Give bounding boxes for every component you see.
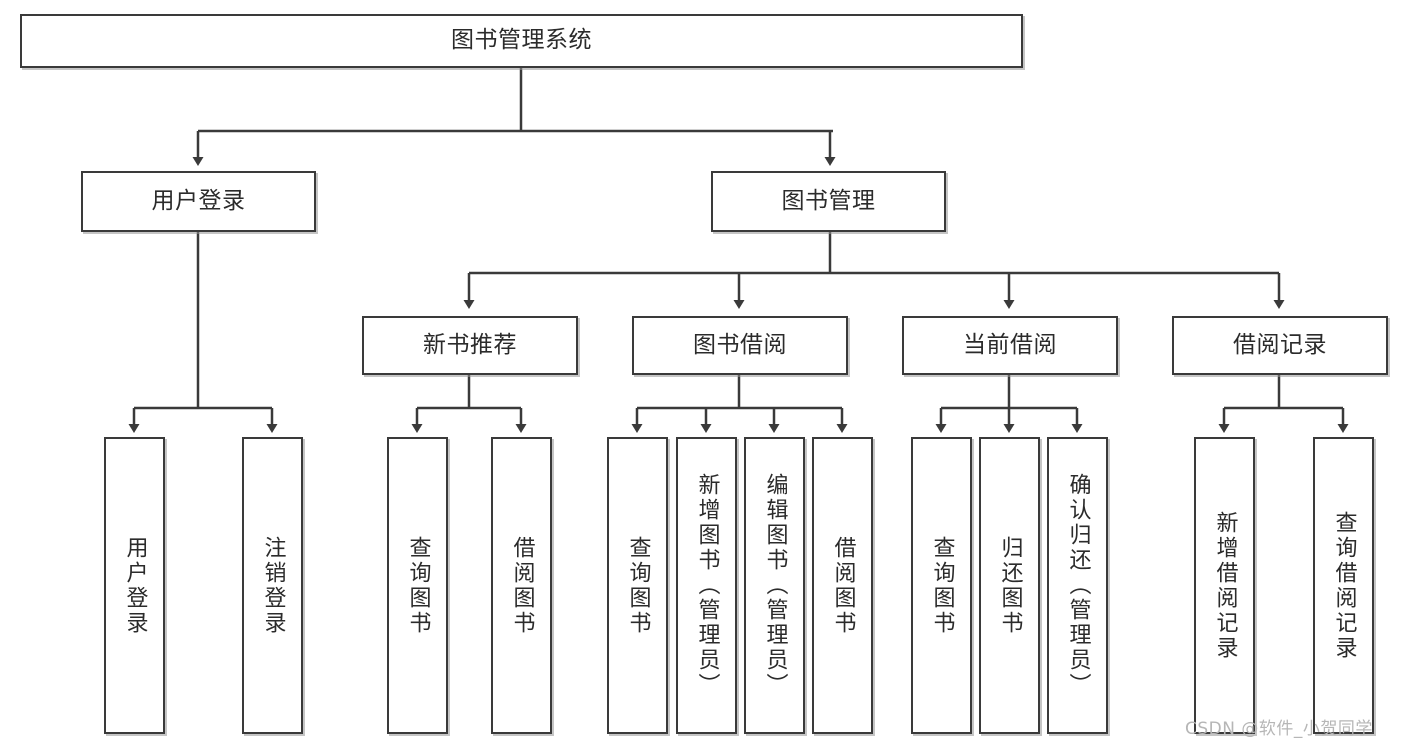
node-leaf-confirm-return-label: 确认归还（管理员） [1065,473,1091,698]
node-leaf-query-record[interactable]: 查询借阅记录 [1313,437,1374,734]
node-borrow-record[interactable]: 借阅记录 [1172,316,1388,375]
node-leaf-logout-login-label: 注销登录 [260,535,286,636]
csdn-watermark: CSDN @软件_小贺同学 [1185,719,1373,739]
node-leaf-return-book[interactable]: 归还图书 [979,437,1040,734]
node-new-book-recommend[interactable]: 新书推荐 [362,316,578,375]
node-leaf-query-book-2-label: 查询图书 [625,535,651,636]
node-book-management[interactable]: 图书管理 [711,171,946,232]
node-leaf-add-record-label: 新增借阅记录 [1212,510,1238,661]
node-leaf-borrow-book-2[interactable]: 借阅图书 [812,437,873,734]
node-user-login[interactable]: 用户登录 [81,171,316,232]
node-leaf-query-book-1-label: 查询图书 [405,535,431,636]
node-leaf-query-book-2[interactable]: 查询图书 [607,437,668,734]
node-borrow-record-label: 借阅记录 [1233,331,1327,358]
node-leaf-query-book-3[interactable]: 查询图书 [911,437,972,734]
node-leaf-query-record-label: 查询借阅记录 [1331,510,1357,661]
node-user-login-label: 用户登录 [151,187,246,214]
node-leaf-user-login-label: 用户登录 [122,535,148,636]
node-root-label: 图书管理系统 [451,27,592,54]
node-book-borrow-label: 图书借阅 [693,331,787,358]
node-leaf-borrow-book-2-label: 借阅图书 [830,535,856,636]
node-leaf-add-record[interactable]: 新增借阅记录 [1194,437,1255,734]
node-leaf-edit-book-label: 编辑图书（管理员） [762,473,788,698]
node-leaf-borrow-book-1[interactable]: 借阅图书 [491,437,552,734]
node-leaf-query-book-1[interactable]: 查询图书 [387,437,448,734]
node-leaf-edit-book[interactable]: 编辑图书（管理员） [744,437,805,734]
node-book-borrow[interactable]: 图书借阅 [632,316,848,375]
node-current-borrow[interactable]: 当前借阅 [902,316,1118,375]
node-leaf-logout-login[interactable]: 注销登录 [242,437,303,734]
node-leaf-confirm-return[interactable]: 确认归还（管理员） [1047,437,1108,734]
node-leaf-query-book-3-label: 查询图书 [929,535,955,636]
node-book-management-label: 图书管理 [781,187,876,214]
node-root[interactable]: 图书管理系统 [20,14,1023,68]
node-leaf-add-book-label: 新增图书（管理员） [694,473,720,698]
node-leaf-user-login[interactable]: 用户登录 [104,437,165,734]
node-leaf-return-book-label: 归还图书 [997,535,1023,636]
node-new-book-recommend-label: 新书推荐 [423,331,517,358]
node-leaf-add-book[interactable]: 新增图书（管理员） [676,437,737,734]
node-current-borrow-label: 当前借阅 [963,331,1057,358]
node-leaf-borrow-book-1-label: 借阅图书 [509,535,535,636]
